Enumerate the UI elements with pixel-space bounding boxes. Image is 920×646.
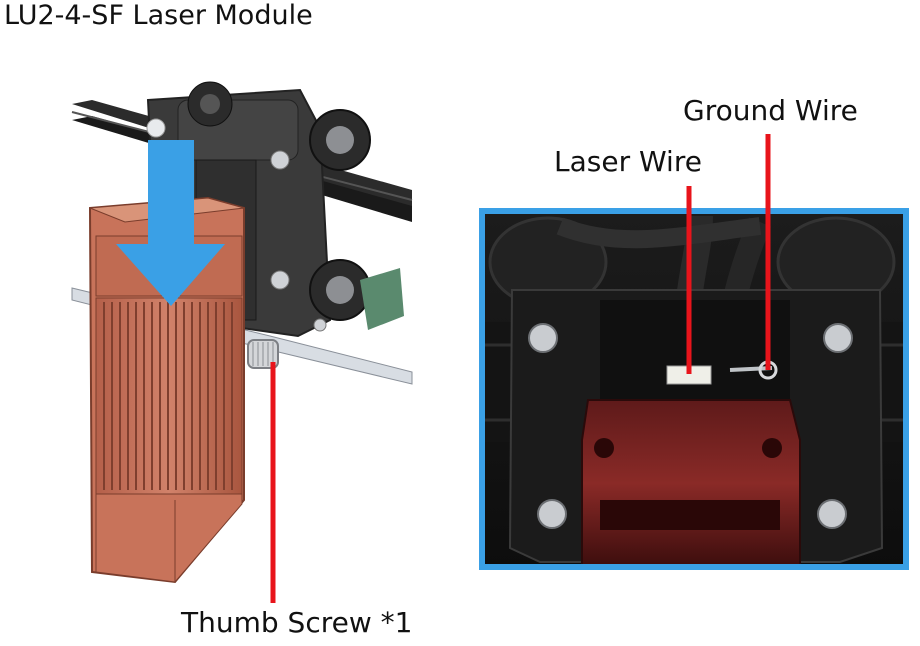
photo-frame (479, 208, 909, 570)
installation-photo (482, 211, 906, 568)
thumb-screw-label: Thumb Screw *1 (181, 606, 413, 639)
down-arrow-icon (116, 140, 225, 306)
document-title: LU2-4-SF Laser Module (4, 0, 313, 31)
ground-wire-label: Ground Wire (683, 94, 858, 127)
laser-wire-label: Laser Wire (554, 145, 702, 178)
thumb-screw (247, 339, 279, 369)
laser-module-render (71, 81, 413, 584)
